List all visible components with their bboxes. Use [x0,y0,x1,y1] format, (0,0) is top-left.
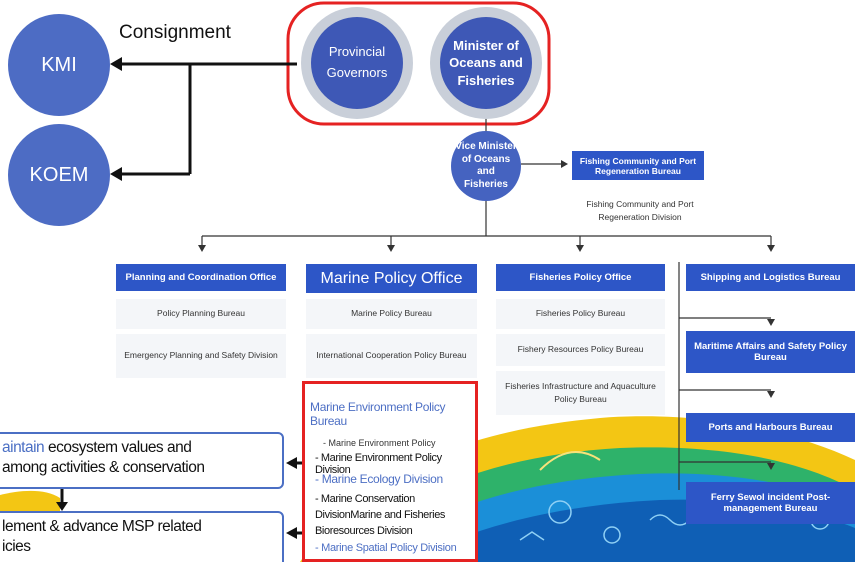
fishing-community-division: Fishing Community and Port Regeneration … [586,199,694,223]
goal1-line2: among activities & conservation [2,459,205,477]
fisheries-policy-bureau: Fisheries Policy Bureau [496,299,665,329]
goal2-line1: lement & advance MSP related [2,518,202,535]
minister-circle: Minister of Oceans and Fisheries [440,17,532,109]
ferry-sewol-bureau: Ferry Sewol incident Post-management Bur… [686,482,855,524]
fisheries-office-header: Fisheries Policy Office [496,264,665,291]
goal2-line2: icies [2,538,31,556]
maritime-safety-bureau: Maritime Affairs and Safety Policy Burea… [686,331,855,373]
goal1-text: ecosystem values and [44,439,192,456]
goal-box-ecosystem: aintain ecosystem values and among activ… [0,432,284,489]
marine-conservation-division: - Marine Conservation DivisionMarine and… [315,493,446,537]
fishing-community-bureau: Fishing Community and Port Regeneration … [572,151,704,180]
vice-minister-circle: Vice Minister of Oceans and Fisheries [451,131,521,201]
marine-environment-bureau-box: Marine Environment Policy Bureau - Marin… [302,381,478,562]
koem-circle: KOEM [8,124,110,226]
marine-environment-bureau-title: Marine Environment Policy Bureau [310,400,446,428]
policy-planning-bureau: Policy Planning Bureau [116,299,286,329]
shipping-bureau-header: Shipping and Logistics Bureau [686,264,855,291]
marine-ecology-division: - Marine Ecology Division [315,472,443,486]
marine-policy-bureau: Marine Policy Bureau [306,299,477,329]
marine-policy-office-header: Marine Policy Office [306,264,477,293]
emergency-planning-division: Emergency Planning and Safety Division [116,334,286,378]
kmi-circle: KMI [8,14,110,116]
consignment-label: Consignment [119,22,231,43]
marine-spatial-policy-division: - Marine Spatial Policy Division [315,542,457,554]
provincial-governors-circle: Provincial Governors [311,17,403,109]
goal1-highlight: aintain [2,439,45,456]
fishery-resources-bureau: Fishery Resources Policy Bureau [496,334,665,366]
goal-box-msp: lement & advance MSP related icies [0,511,284,562]
international-cooperation-bureau: International Cooperation Policy Bureau [306,334,477,378]
ports-harbours-bureau: Ports and Harbours Bureau [686,413,855,442]
marine-environment-policy-division: - Marine Environment Policy Division [315,452,442,476]
fisheries-infrastructure-bureau: Fisheries Infrastructure and Aquaculture… [496,371,665,415]
marine-environment-policy-small: - Marine Environment Policy [323,438,436,448]
planning-office-header: Planning and Coordination Office [116,264,286,291]
